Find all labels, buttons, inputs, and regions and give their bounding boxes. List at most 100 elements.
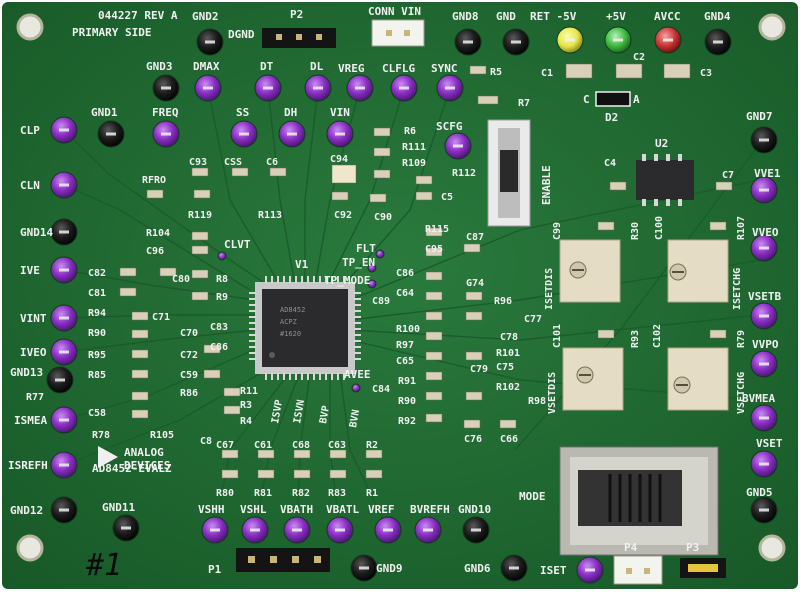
svg-text:#1620: #1620 xyxy=(280,330,301,338)
test-point-gnd11[interactable]: GND11 xyxy=(102,501,140,542)
test-point-gnd13[interactable]: GND13 xyxy=(10,366,74,394)
test-point-clvt[interactable]: CLVT xyxy=(217,238,251,261)
test-point-ss[interactable]: SS xyxy=(230,106,258,148)
test-point-isrefh-loop xyxy=(59,463,69,467)
test-point-iset[interactable]: ISET xyxy=(540,556,604,584)
ref-designator-c5-9: C5 xyxy=(441,192,453,203)
test-point-cln-label: CLN xyxy=(20,179,40,192)
test-point-vset[interactable]: VSET xyxy=(750,437,783,478)
test-point-ive[interactable]: IVE xyxy=(20,256,78,284)
test-point-avee[interactable]: AVEE xyxy=(344,368,371,393)
test-point-tp-mode[interactable]: TP_MODE xyxy=(324,274,377,289)
connector-p4[interactable] xyxy=(613,555,663,585)
test-point-gnd3[interactable]: GND3 xyxy=(146,60,180,102)
connector-p2[interactable] xyxy=(262,28,336,48)
test-point-clvt-pad[interactable] xyxy=(217,251,227,261)
test-point-gnd10[interactable]: GND10 xyxy=(458,503,491,544)
enable-switch[interactable] xyxy=(487,119,531,227)
test-point-gnd10-label: GND10 xyxy=(458,503,491,516)
ref-designator-r100-66: R100 xyxy=(396,324,420,335)
test-point-tp-en-label: TP_EN xyxy=(342,256,375,269)
test-point-dh[interactable]: DH xyxy=(278,106,306,148)
mode-switch[interactable] xyxy=(559,446,719,556)
test-point-gnd14[interactable]: GND14 xyxy=(20,218,78,246)
test-point-vref[interactable]: VREF xyxy=(368,503,402,544)
test-point-flt-pad[interactable] xyxy=(375,249,385,259)
ref-designator-r5-3: R5 xyxy=(490,67,502,78)
test-point-5v[interactable]: +5V xyxy=(604,10,632,54)
ref-designator-c2-1: C2 xyxy=(633,52,645,63)
potentiometers[interactable] xyxy=(559,239,729,411)
test-point-tp-mode-label: TP_MODE xyxy=(324,274,370,287)
ref-designator-g74-63: G74 xyxy=(466,278,484,289)
pin-label-isvp: ISVP xyxy=(270,399,285,425)
pot-vsetchg xyxy=(667,347,729,411)
test-point-gnd3-loop xyxy=(161,86,171,90)
test-point-vvpo[interactable]: VVPO xyxy=(750,338,779,378)
test-point-dt[interactable]: DT xyxy=(254,60,282,102)
connector-p2-label: P2 xyxy=(290,8,303,21)
test-point-bvmea[interactable]: BVMEA xyxy=(742,392,778,432)
test-point-vbatl[interactable]: VBATL xyxy=(326,503,359,544)
test-point-vve1[interactable]: VVE1 xyxy=(750,167,781,204)
test-point-gnd5[interactable]: GND5 xyxy=(746,486,778,524)
test-point-gnd7[interactable]: GND7 xyxy=(746,110,778,154)
test-point-freq[interactable]: FREQ xyxy=(152,106,180,148)
test-point-bvrefh[interactable]: BVREFH xyxy=(410,503,450,544)
test-point-avcc[interactable]: AVCC xyxy=(654,10,682,54)
test-point-clflg[interactable]: CLFLG xyxy=(382,62,418,102)
test-point-gnd12[interactable]: GND12 xyxy=(10,496,78,524)
test-point-dmax[interactable]: DMAX xyxy=(193,60,222,102)
ref-designator-c94-10: C94 xyxy=(330,154,348,165)
test-point-ismea[interactable]: ISMEA xyxy=(14,406,78,434)
test-point-vshl[interactable]: VSHL xyxy=(240,503,269,544)
test-point-gnd2[interactable]: GND2 xyxy=(192,10,224,56)
test-point-ive-label: IVE xyxy=(20,264,40,277)
test-point-gnd14-label: GND14 xyxy=(20,226,53,239)
test-point-vint[interactable]: VINT xyxy=(20,304,78,332)
test-point-dgnd[interactable]: DGND xyxy=(228,28,255,41)
test-point-gnd9[interactable]: GND9 xyxy=(350,554,403,582)
ref-designator-r7-4: R7 xyxy=(518,98,530,109)
connector-vin[interactable] xyxy=(371,19,425,47)
test-point-clp[interactable]: CLP xyxy=(20,116,78,144)
test-point-dl[interactable]: DL xyxy=(304,60,332,102)
test-point-vsetb-loop xyxy=(759,314,769,318)
test-point-gnd6[interactable]: GND6 xyxy=(464,554,528,582)
test-point-vin[interactable]: VIN xyxy=(326,106,354,148)
ref-designator-r96-64: R96 xyxy=(494,296,512,307)
test-point-gnd4[interactable]: GND4 xyxy=(704,10,732,56)
test-point-flt[interactable]: FLT xyxy=(356,242,385,259)
pot-label-isetchg: ISETCHG xyxy=(732,268,743,310)
test-point-tp-en[interactable]: TP_EN xyxy=(342,256,377,273)
ref-designator-c75-71: C75 xyxy=(496,362,514,373)
test-point-vshl-label: VSHL xyxy=(240,503,267,516)
test-point-isrefh[interactable]: ISREFH xyxy=(8,451,78,479)
test-point-gnd8[interactable]: GND8 xyxy=(452,10,482,56)
ic-u2 xyxy=(636,154,694,206)
connector-p3[interactable] xyxy=(680,558,726,578)
test-point-cln[interactable]: CLN xyxy=(20,171,78,199)
test-point-sync[interactable]: SYNC xyxy=(431,62,464,102)
test-point-tp-mode-pad[interactable] xyxy=(367,279,377,289)
test-point-vveo[interactable]: VVEO xyxy=(750,226,779,262)
test-point-vshh[interactable]: VSHH xyxy=(198,503,229,544)
ref-designator-r77-42: R77 xyxy=(26,392,44,403)
test-point-vreg[interactable]: VREG xyxy=(338,62,374,102)
test-point-scfg[interactable]: SCFG xyxy=(436,120,472,160)
test-point-gnd1[interactable]: GND1 xyxy=(91,106,125,148)
ref-designator-c80-25: C80 xyxy=(172,274,190,285)
connector-p1[interactable] xyxy=(236,548,330,572)
test-point-gnd[interactable]: GND xyxy=(496,10,530,56)
test-point-avee-pad[interactable] xyxy=(351,383,361,393)
test-point-iveo[interactable]: IVEO xyxy=(20,338,78,366)
pcb-traces xyxy=(63,87,771,531)
test-point-tp-en-pad[interactable] xyxy=(367,263,377,273)
test-point-avcc-loop xyxy=(663,38,673,42)
ref-designator-c66-80: C66 xyxy=(500,434,518,445)
test-point-vbath[interactable]: VBATH xyxy=(280,503,313,544)
test-point-vsetb[interactable]: VSETB xyxy=(748,290,781,330)
test-point-ret-5v[interactable]: RET -5V xyxy=(530,10,584,54)
test-point-gnd5-label: GND5 xyxy=(746,486,773,499)
